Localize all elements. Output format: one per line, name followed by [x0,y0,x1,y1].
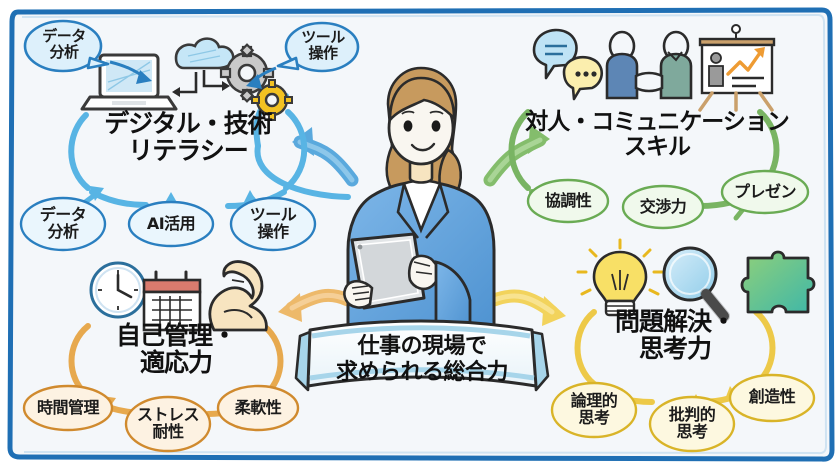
businesswoman-figure [343,66,496,332]
puzzle-piece-icon [740,250,816,314]
clock-icon [89,261,147,319]
magnifier-icon [662,246,730,322]
calendar-icon [142,270,202,332]
bubble-tool-operation-top [276,21,360,73]
speech-bubbles-icon [532,28,604,101]
arrow-center-to-problemsolving [487,289,566,326]
bubble-arrow-2 [246,74,262,89]
pill-group-communication [526,169,810,230]
arrow-center-to-selfmanagement [278,288,355,322]
pill-group-digital [19,196,317,252]
presentation-board-icon [698,24,776,112]
bubble-data-analysis-top [23,19,110,73]
arrow-center-to-communication [483,125,550,187]
digital-arrowhead-1 [90,186,104,201]
pill-group-selfmanagement [22,384,300,453]
handshake-icon [605,30,693,100]
pill-group-problemsolving [550,373,816,453]
bubble-arrow-1 [136,70,152,84]
flexed-bicep-icon [208,260,268,332]
center-banner [294,319,550,392]
lightbulb-icon [576,238,664,317]
